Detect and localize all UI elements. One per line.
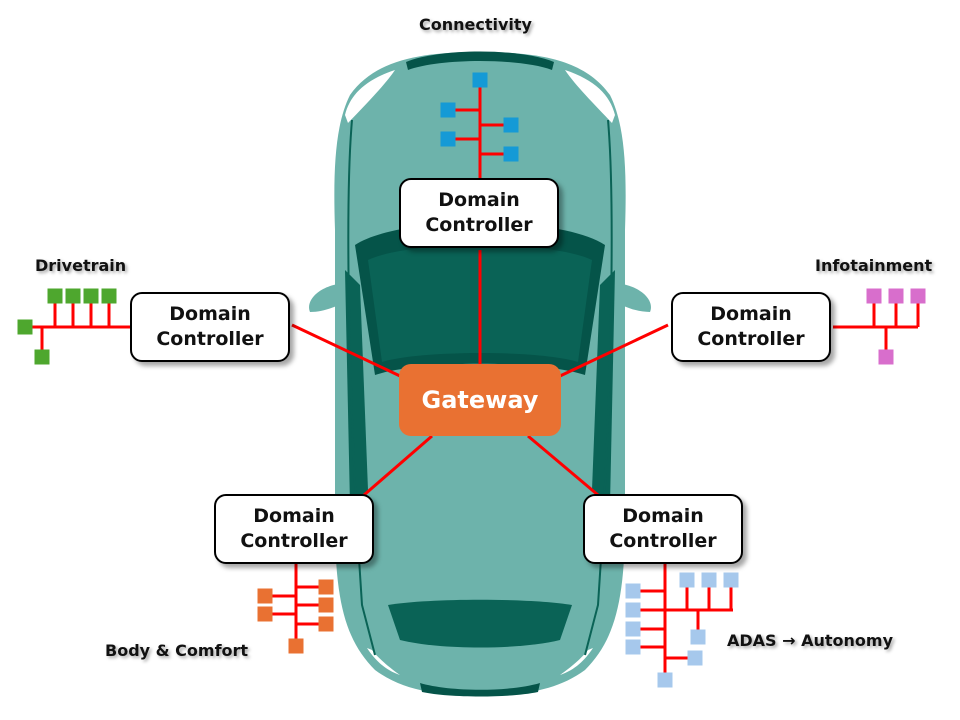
ecu-node-adas[interactable] <box>625 602 641 618</box>
gateway[interactable]: Gateway <box>399 364 561 436</box>
ecu-node-infotainment[interactable] <box>910 288 926 304</box>
ecu-node-connectivity[interactable] <box>503 117 519 133</box>
link-gateway-adas <box>527 434 599 497</box>
ecu-node-adas[interactable] <box>657 672 673 688</box>
ecu-node-adas[interactable] <box>625 583 641 599</box>
right-headlight <box>565 70 615 123</box>
ecu-node-connectivity[interactable] <box>440 102 456 118</box>
ecu-node-body-comfort[interactable] <box>288 638 304 654</box>
controller-label-line2: Controller <box>609 530 717 552</box>
link-gateway-drivetrain <box>291 323 401 378</box>
ecu-nodes <box>17 72 926 688</box>
controller-label-line2: Controller <box>240 530 348 552</box>
ecu-node-adas[interactable] <box>723 572 739 588</box>
domain-controller-body-comfort[interactable]: Domain Controller <box>214 494 374 564</box>
ecu-node-adas[interactable] <box>687 650 703 666</box>
right-side-window <box>592 270 615 505</box>
ecu-node-body-comfort[interactable] <box>318 579 334 595</box>
ecu-node-adas[interactable] <box>701 572 717 588</box>
domain-controller-drivetrain[interactable]: Domain Controller <box>130 292 290 362</box>
domain-title-connectivity: Connectivity <box>419 15 532 34</box>
ecu-node-drivetrain[interactable] <box>34 349 50 365</box>
ecu-node-body-comfort[interactable] <box>318 597 334 613</box>
ecu-node-connectivity[interactable] <box>440 131 456 147</box>
domain-title-infotainment: Infotainment <box>815 256 933 275</box>
ecu-node-adas[interactable] <box>625 639 641 655</box>
ecu-node-adas[interactable] <box>679 572 695 588</box>
gateway-label: Gateway <box>421 386 539 414</box>
controller-label-line2: Controller <box>156 328 264 350</box>
controller-label-line1: Domain <box>253 505 335 527</box>
controller-label-line1: Domain <box>622 505 704 527</box>
link-gateway-body-comfort <box>363 434 433 497</box>
ecu-node-body-comfort[interactable] <box>257 606 273 622</box>
left-side-window <box>345 270 368 505</box>
ecu-node-connectivity[interactable] <box>472 72 488 88</box>
controller-label-line1: Domain <box>710 303 792 325</box>
controller-label-line1: Domain <box>169 303 251 325</box>
left-headlight <box>345 70 395 123</box>
hood-spoiler <box>406 51 554 70</box>
ecu-node-adas[interactable] <box>690 629 706 645</box>
ecu-node-infotainment[interactable] <box>888 288 904 304</box>
ecu-node-drivetrain[interactable] <box>101 288 117 304</box>
domain-controller-adas[interactable]: Domain Controller <box>583 494 743 564</box>
controller-label-line2: Controller <box>697 328 805 350</box>
ecu-node-infotainment[interactable] <box>866 288 882 304</box>
ecu-node-body-comfort[interactable] <box>257 588 273 604</box>
domain-controller-infotainment[interactable]: Domain Controller <box>671 292 831 362</box>
link-gateway-infotainment <box>559 323 669 378</box>
ecu-node-drivetrain[interactable] <box>83 288 99 304</box>
ecu-node-drivetrain[interactable] <box>17 319 33 335</box>
rear-bumper <box>420 683 540 697</box>
rear-window <box>388 599 572 648</box>
domain-title-body-comfort: Body & Comfort <box>105 641 249 660</box>
domain-title-adas: ADAS → Autonomy <box>727 631 894 650</box>
domain-controller-connectivity[interactable]: Domain Controller <box>399 178 559 248</box>
controller-label-line2: Controller <box>425 214 533 236</box>
ecu-node-infotainment[interactable] <box>878 349 894 365</box>
ecu-node-adas[interactable] <box>625 621 641 637</box>
ecu-node-drivetrain[interactable] <box>47 288 63 304</box>
controller-label-line1: Domain <box>438 189 520 211</box>
ecu-node-drivetrain[interactable] <box>65 288 81 304</box>
domain-title-drivetrain: Drivetrain <box>35 256 127 275</box>
ecu-node-connectivity[interactable] <box>503 146 519 162</box>
ecu-node-body-comfort[interactable] <box>318 616 334 632</box>
